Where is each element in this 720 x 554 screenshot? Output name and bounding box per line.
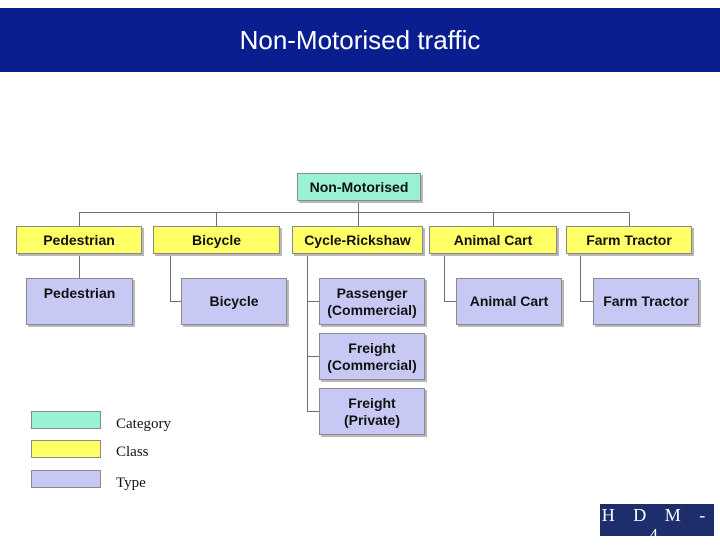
legend-swatch-category: [31, 411, 101, 429]
logo-subtitle: HIGHWAY DEVELOPMENT & MANAGEMENT: [607, 548, 707, 553]
connector-root-down: [358, 201, 359, 213]
connector-class-bus: [79, 212, 629, 213]
legend-swatch-class: [31, 440, 101, 458]
connector-to-animal-cart-class: [493, 212, 494, 226]
connector-rickshaw-passenger: [307, 301, 319, 302]
connector-animal-cart-right: [444, 301, 456, 302]
type-node-rickshaw-freight-commercial: Freight (Commercial): [319, 333, 425, 380]
legend-label-type: Type: [116, 475, 146, 491]
legend-label-class: Class: [116, 444, 149, 460]
hdm4-logo: H D M - 4 HIGHWAY DEVELOPMENT & MANAGEME…: [600, 504, 714, 553]
type-node-farm-tractor: Farm Tractor: [593, 278, 699, 325]
connector-bicycle-right: [170, 301, 181, 302]
connector-farm-tractor-right: [580, 301, 593, 302]
connector-animal-cart-down: [444, 254, 445, 301]
legend-swatch-type: [31, 470, 101, 488]
connector-to-rickshaw-class: [358, 212, 359, 226]
connector-pedestrian-type: [79, 254, 80, 278]
connector-to-farm-tractor-class: [629, 212, 630, 226]
logo-divider: [606, 546, 708, 547]
type-node-rickshaw-passenger: Passenger (Commercial): [319, 278, 425, 325]
connector-to-pedestrian-class: [79, 212, 80, 226]
class-node-farm-tractor: Farm Tractor: [566, 226, 692, 254]
logo-text: H D M - 4: [601, 505, 713, 545]
connector-bicycle-down: [170, 254, 171, 301]
page-title: Non-Motorised traffic: [0, 8, 720, 72]
connector-rickshaw-freight-private: [307, 411, 319, 412]
type-node-pedestrian: Pedestrian: [26, 278, 133, 325]
type-node-animal-cart: Animal Cart: [456, 278, 562, 325]
legend-label-category: Category: [116, 416, 171, 432]
type-node-bicycle: Bicycle: [181, 278, 287, 325]
connector-rickshaw-down: [307, 254, 308, 412]
category-node-non-motorised: Non-Motorised: [297, 173, 421, 201]
connector-rickshaw-freight-commercial: [307, 356, 319, 357]
connector-farm-tractor-down: [580, 254, 581, 301]
class-node-bicycle: Bicycle: [153, 226, 280, 254]
type-node-rickshaw-freight-private: Freight (Private): [319, 388, 425, 435]
class-node-cycle-rickshaw: Cycle-Rickshaw: [292, 226, 423, 254]
class-node-pedestrian: Pedestrian: [16, 226, 142, 254]
connector-to-bicycle-class: [216, 212, 217, 226]
class-node-animal-cart: Animal Cart: [429, 226, 557, 254]
